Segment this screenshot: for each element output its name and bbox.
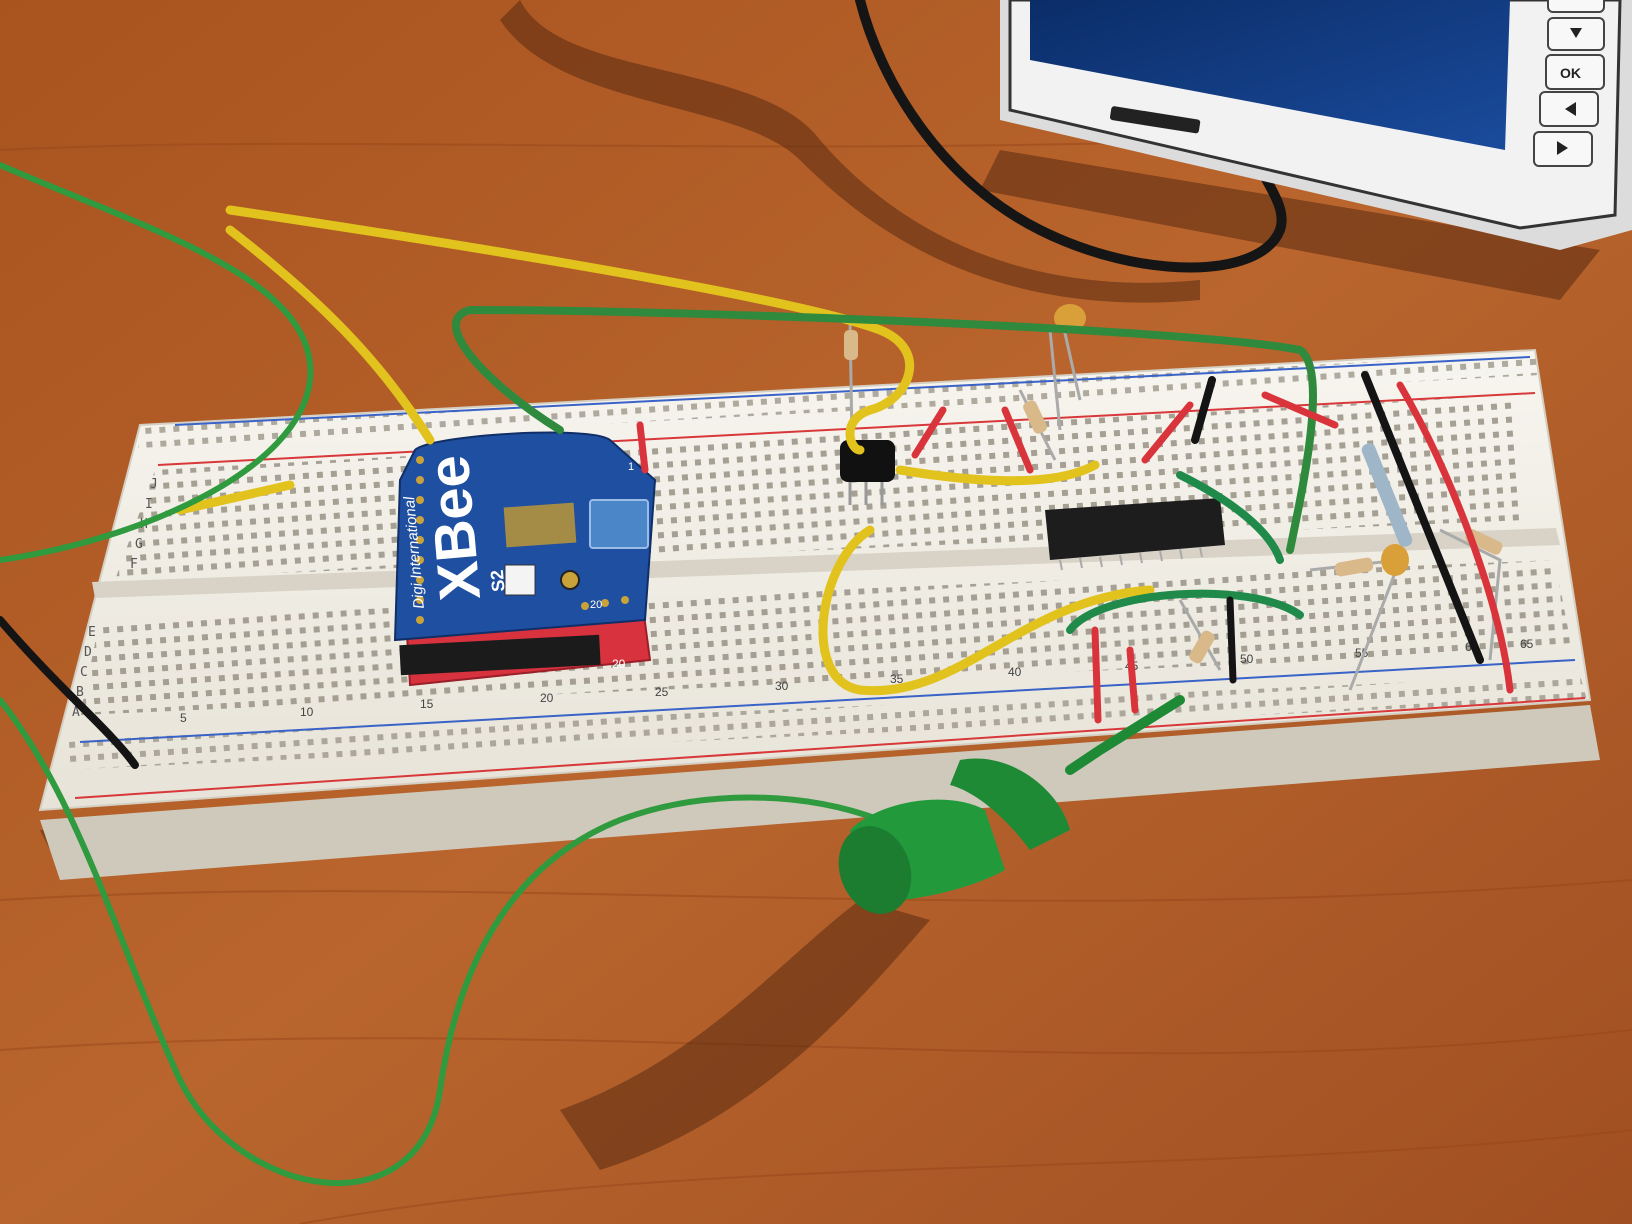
xbee-series: S2 bbox=[487, 569, 509, 593]
green-test-probe bbox=[838, 695, 1185, 914]
xbee-ufl-connector bbox=[560, 570, 580, 590]
svg-text:B: B bbox=[76, 685, 84, 700]
svg-text:10: 10 bbox=[300, 705, 314, 719]
svg-text:C: C bbox=[80, 665, 88, 680]
device-buttons: OK bbox=[1533, 0, 1605, 167]
jumper-wires bbox=[0, 162, 1514, 1187]
svg-text:35: 35 bbox=[890, 672, 904, 686]
green-wire-ic bbox=[1176, 471, 1284, 564]
yellow-wire-long bbox=[225, 205, 914, 455]
yellow-wire-xbee bbox=[225, 225, 435, 445]
black-wire-right bbox=[1361, 371, 1484, 664]
svg-text:30: 30 bbox=[775, 679, 789, 693]
xbee-pin-mark-20: 20 bbox=[590, 599, 602, 611]
ceramic-capacitor-right bbox=[1381, 544, 1409, 576]
green-wire-probe bbox=[0, 697, 883, 1187]
red-wire-5 bbox=[1261, 391, 1339, 429]
down-arrow-icon bbox=[1570, 28, 1582, 38]
probe-cap bbox=[838, 826, 912, 914]
ic-chip bbox=[1045, 498, 1225, 571]
svg-text:50: 50 bbox=[1240, 652, 1254, 666]
red-wire-4 bbox=[1141, 401, 1194, 464]
black-cable bbox=[855, 0, 1287, 273]
svg-text:J: J bbox=[150, 477, 158, 492]
xbee-chip-antenna bbox=[589, 499, 649, 549]
components bbox=[844, 304, 1503, 691]
right-arrow-icon bbox=[1557, 141, 1568, 155]
svg-text:F: F bbox=[130, 557, 138, 572]
svg-text:E: E bbox=[88, 625, 96, 640]
black-wire-bottom bbox=[1226, 596, 1237, 684]
adapter-pin-label: 20 bbox=[612, 657, 626, 671]
svg-text:25: 25 bbox=[655, 685, 669, 699]
red-wire-6 bbox=[1091, 626, 1102, 724]
xbee-pin-mark-1: 1 bbox=[628, 461, 634, 473]
svg-text:A: A bbox=[72, 705, 80, 720]
up-arrow-button[interactable] bbox=[1547, 0, 1605, 13]
svg-text:D: D bbox=[84, 645, 92, 660]
black-wire-short bbox=[1191, 376, 1216, 444]
green-wire-top bbox=[452, 305, 1317, 554]
svg-text:5: 5 bbox=[180, 711, 187, 725]
svg-text:40: 40 bbox=[1008, 665, 1022, 679]
svg-text:G: G bbox=[135, 537, 143, 552]
yellow-wire-mid bbox=[895, 460, 1100, 486]
reed-switch bbox=[1361, 443, 1413, 547]
xbee-module: XBee Digi International S2 1 20 bbox=[393, 431, 657, 642]
yellow-wire-loop bbox=[818, 525, 1155, 696]
black-wire-left bbox=[0, 616, 139, 769]
xbee-labels: XBee Digi International S2 bbox=[401, 453, 509, 610]
ok-button[interactable] bbox=[1545, 54, 1605, 90]
svg-text:20: 20 bbox=[540, 691, 554, 705]
xbee-name: XBee bbox=[416, 453, 493, 603]
green-wire-left bbox=[0, 162, 314, 563]
red-wire-right bbox=[1396, 381, 1514, 694]
green-wire-bottom bbox=[1066, 589, 1304, 634]
row-letters-bottom: E D C B A bbox=[72, 625, 96, 720]
svg-text:65: 65 bbox=[1520, 637, 1534, 651]
rail-line-red-bottom bbox=[74, 697, 1586, 799]
red-wire-2 bbox=[911, 406, 947, 459]
rail-line-blue-bottom bbox=[79, 659, 1576, 743]
red-wire-1 bbox=[636, 421, 649, 474]
handheld-oscilloscope: OK bbox=[1000, 0, 1632, 250]
left-arrow-icon bbox=[1565, 102, 1576, 116]
ok-button-label: OK bbox=[1560, 65, 1581, 81]
svg-text:I: I bbox=[145, 497, 153, 512]
yellow-wire-left-stub bbox=[175, 480, 295, 515]
device-screen bbox=[1030, 0, 1510, 150]
red-wire-3 bbox=[1001, 406, 1034, 474]
svg-text:15: 15 bbox=[420, 697, 434, 711]
red-wire-7 bbox=[1126, 646, 1139, 714]
